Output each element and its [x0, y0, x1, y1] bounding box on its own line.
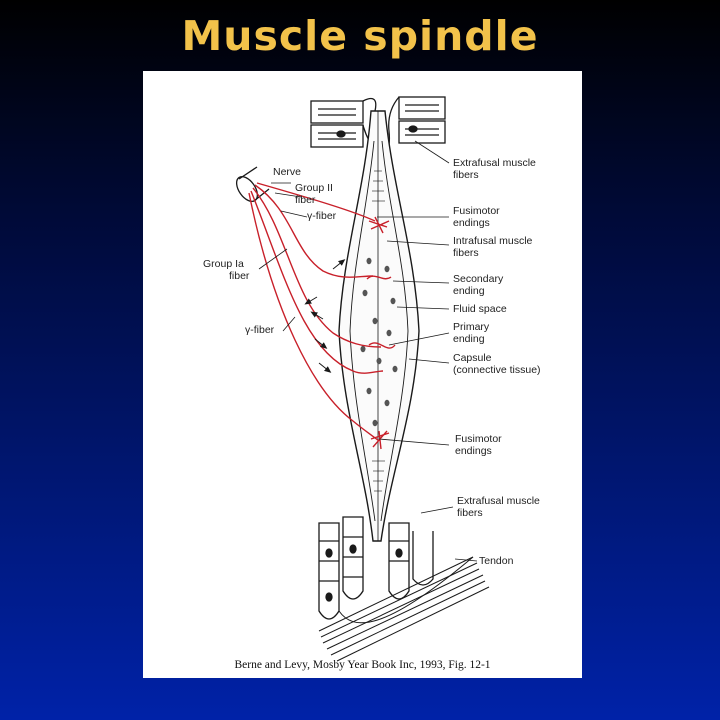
diagram-labels: Extrafusal muscle fibers Fusimotor endin…	[203, 157, 541, 567]
label-extrafusal-top: Extrafusal muscle	[453, 157, 536, 169]
label-group-ii: Group II	[295, 182, 333, 194]
svg-text:fibers: fibers	[457, 507, 483, 519]
svg-text:ending: ending	[453, 285, 485, 297]
label-fluid-space: Fluid space	[453, 303, 507, 315]
label-nerve: Nerve	[273, 166, 301, 178]
muscle-spindle-diagram: Extrafusal muscle fibers Fusimotor endin…	[203, 96, 541, 662]
figure-citation: Berne and Levy, Mosby Year Book Inc, 199…	[234, 659, 491, 671]
svg-text:endings: endings	[453, 217, 490, 229]
label-capsule: Capsule	[453, 352, 492, 364]
svg-text:(connective tissue): (connective tissue)	[453, 364, 541, 376]
svg-text:ending: ending	[453, 333, 485, 345]
signal-arrows	[304, 259, 346, 373]
leader-lines	[258, 140, 478, 562]
svg-text:fibers: fibers	[453, 247, 479, 259]
svg-text:fiber: fiber	[295, 194, 316, 206]
label-group-ia: Group Ia	[203, 258, 244, 270]
nerve-fibers	[248, 182, 396, 450]
label-intrafusal: Intrafusal muscle	[453, 235, 533, 247]
spindle-capsule	[338, 110, 420, 542]
tendon	[318, 556, 490, 662]
label-secondary: Secondary	[453, 273, 504, 285]
svg-text:fibers: fibers	[453, 169, 479, 181]
label-tendon: Tendon	[479, 555, 514, 567]
label-fusimotor-bottom: Fusimotor	[455, 433, 502, 445]
label-gamma-fiber-lower: γ-fiber	[245, 324, 275, 336]
label-gamma-fiber-upper: γ-fiber	[307, 210, 337, 222]
slide-title: Muscle spindle	[181, 12, 539, 60]
figure-panel: Extrafusal muscle fibers Fusimotor endin…	[143, 71, 582, 678]
label-fusimotor-top: Fusimotor	[453, 205, 500, 217]
svg-text:endings: endings	[455, 445, 492, 457]
label-primary: Primary	[453, 321, 490, 333]
svg-text:fiber: fiber	[229, 270, 250, 282]
label-extrafusal-bottom: Extrafusal muscle	[457, 495, 540, 507]
